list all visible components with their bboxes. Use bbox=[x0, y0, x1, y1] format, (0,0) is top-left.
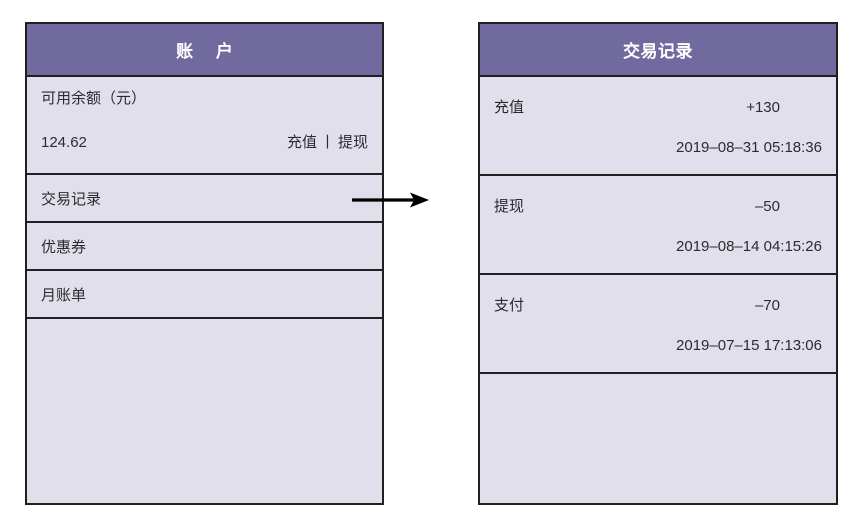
withdraw-link[interactable]: 提现 bbox=[337, 134, 368, 151]
sidebar-item-coupons[interactable]: 优惠券 bbox=[27, 223, 382, 271]
transaction-type: 支付 bbox=[494, 296, 525, 314]
recharge-link[interactable]: 充值 bbox=[286, 134, 317, 151]
menu-item-label: 优惠券 bbox=[41, 238, 87, 256]
transaction-row[interactable]: 支付 –70 2019–07–15 17:13:06 bbox=[480, 275, 836, 374]
account-panel-title-text: 账 户 bbox=[176, 42, 242, 61]
transaction-records-title: 交易记录 bbox=[480, 24, 836, 77]
transaction-type: 提现 bbox=[494, 197, 525, 215]
action-separator: 丨 bbox=[319, 134, 335, 151]
transaction-row[interactable]: 提现 –50 2019–08–14 04:15:26 bbox=[480, 176, 836, 275]
transaction-records-empty-area bbox=[480, 374, 836, 503]
transaction-row[interactable]: 充值 +130 2019–08–31 05:18:36 bbox=[480, 77, 836, 176]
transaction-amount: +130 bbox=[746, 98, 780, 116]
transaction-timestamp: 2019–08–14 04:15:26 bbox=[676, 237, 822, 255]
account-panel-title: 账 户 bbox=[27, 24, 382, 77]
available-balance-row: 124.62 充值丨提现 bbox=[41, 131, 368, 152]
transaction-type: 充值 bbox=[494, 98, 525, 116]
account-panel-body: 可用余额（元） 124.62 充值丨提现 交易记录 优惠券 月账单 bbox=[27, 77, 382, 503]
transaction-amount: –50 bbox=[754, 197, 780, 215]
transaction-records-body: 充值 +130 2019–08–31 05:18:36 提现 –50 2019–… bbox=[480, 77, 836, 503]
sidebar-item-monthly-bill[interactable]: 月账单 bbox=[27, 271, 382, 319]
available-balance-amount: 124.62 bbox=[41, 134, 87, 151]
available-balance-block: 可用余额（元） 124.62 充值丨提现 bbox=[27, 77, 382, 175]
sidebar-item-transaction-records[interactable]: 交易记录 bbox=[27, 175, 382, 223]
menu-item-label: 月账单 bbox=[41, 286, 87, 304]
account-panel: 账 户 可用余额（元） 124.62 充值丨提现 交易记录 优惠券 月账单 bbox=[25, 22, 384, 505]
transaction-amount: –70 bbox=[754, 296, 780, 314]
account-panel-empty-area bbox=[27, 319, 382, 503]
transaction-row-main: 支付 –70 bbox=[494, 294, 822, 315]
transaction-records-panel: 交易记录 充值 +130 2019–08–31 05:18:36 提现 –50 … bbox=[478, 22, 838, 505]
arrow-right-icon bbox=[352, 192, 429, 208]
transaction-row-main: 提现 –50 bbox=[494, 195, 822, 216]
menu-item-label: 交易记录 bbox=[41, 190, 102, 208]
transaction-records-title-text: 交易记录 bbox=[623, 42, 693, 61]
balance-actions: 充值丨提现 bbox=[287, 131, 368, 152]
transaction-timestamp: 2019–08–31 05:18:36 bbox=[676, 138, 822, 156]
transaction-row-main: 充值 +130 bbox=[494, 96, 822, 117]
available-balance-label: 可用余额（元） bbox=[41, 90, 147, 107]
transaction-timestamp: 2019–07–15 17:13:06 bbox=[676, 336, 822, 354]
